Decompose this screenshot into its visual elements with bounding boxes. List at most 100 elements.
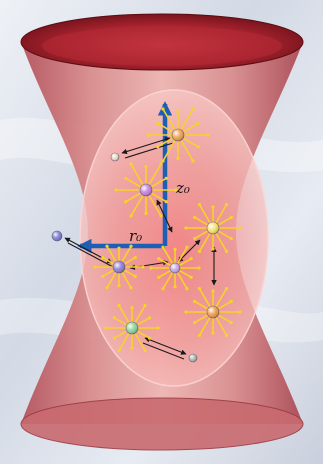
ray-tip <box>211 247 214 250</box>
particle-highlight <box>189 354 197 362</box>
ray-tip <box>161 287 164 290</box>
particle-highlight <box>52 231 62 241</box>
ray-tip <box>230 300 233 303</box>
ray-tip <box>117 247 120 250</box>
ray-tip <box>148 337 151 340</box>
ray-tip <box>230 237 233 240</box>
ray-tip <box>129 214 132 217</box>
ray-tip <box>144 212 147 215</box>
ray-tip <box>206 133 209 136</box>
ray-tip <box>105 245 108 248</box>
ray-tip <box>193 300 196 303</box>
particle-highlight <box>140 184 152 196</box>
particle-highlight <box>207 306 219 318</box>
ray-tip <box>130 347 133 350</box>
ray-tip <box>198 203 201 206</box>
ray-tip <box>184 226 187 229</box>
particle-escaped-bottom <box>189 354 197 362</box>
ray-tip <box>124 177 127 180</box>
ray-tip <box>173 285 176 288</box>
ray-tip <box>230 216 233 219</box>
beam-bottom-rim <box>21 398 303 450</box>
particle-highlight <box>172 129 184 141</box>
ray-tip <box>225 250 228 253</box>
r-axis-label: r₀ <box>129 227 142 245</box>
ray-tip <box>230 321 233 324</box>
ray-tip <box>190 257 193 260</box>
ray-tip <box>191 107 194 110</box>
particle-highlight <box>170 263 180 273</box>
ray-tip <box>117 304 120 307</box>
ray-tip <box>173 248 176 251</box>
ray-tip <box>174 188 177 191</box>
ray-tip <box>144 165 147 168</box>
ray-tip <box>124 200 127 203</box>
ray-tip <box>129 286 132 289</box>
ray-tip <box>157 276 160 279</box>
ray-tip <box>117 284 120 287</box>
ray-tip <box>130 306 133 309</box>
ray-tip <box>159 162 162 165</box>
particle-escaped-top <box>111 153 119 161</box>
ray-tip <box>198 334 201 337</box>
ray-tip <box>197 266 200 269</box>
ray-tip <box>134 275 137 278</box>
ray-tip <box>161 159 164 162</box>
particle-highlight <box>126 322 138 334</box>
ray-tip <box>238 310 241 313</box>
ray-tip <box>176 157 179 160</box>
ray-tip <box>148 316 151 319</box>
ray-tip <box>143 304 146 307</box>
ray-tip <box>185 246 188 249</box>
ray-tip <box>149 266 152 269</box>
ray-tip <box>141 265 144 268</box>
ray-tip <box>193 237 196 240</box>
ray-tip <box>190 276 193 279</box>
z-axis-label: z₀ <box>175 179 190 197</box>
ray-tip <box>211 331 214 334</box>
ray-tip <box>184 310 187 313</box>
ray-tip <box>193 216 196 219</box>
ray-tip <box>161 246 164 249</box>
ray-tip <box>146 133 149 136</box>
beam-top-inner <box>42 26 282 66</box>
ray-tip <box>114 188 117 191</box>
ray-tip <box>185 287 188 290</box>
ray-tip <box>156 145 159 148</box>
ray-tip <box>198 250 201 253</box>
ray-tip <box>191 159 194 162</box>
particle-highlight <box>113 261 125 273</box>
ray-tip <box>211 289 214 292</box>
ray-tip <box>198 287 201 290</box>
ray-tip <box>156 122 159 125</box>
ray-tip <box>117 349 120 352</box>
ray-tip <box>134 256 137 259</box>
ray-tip <box>156 326 159 329</box>
ray-tip <box>197 145 200 148</box>
ray-tip <box>101 256 104 259</box>
ray-tip <box>193 321 196 324</box>
ray-tip <box>197 122 200 125</box>
ray-tip <box>101 275 104 278</box>
ray-tip <box>225 203 228 206</box>
ray-tip <box>165 177 168 180</box>
ray-tip <box>129 245 132 248</box>
ray-tip <box>225 334 228 337</box>
ray-tip <box>157 257 160 260</box>
ray-tip <box>176 110 179 113</box>
ray-tip <box>93 265 96 268</box>
ray-tip <box>113 316 116 319</box>
ray-tip <box>211 205 214 208</box>
ray-tip <box>238 226 241 229</box>
ray-tip <box>105 286 108 289</box>
ray-tip <box>165 200 168 203</box>
particle-highlight <box>207 222 219 234</box>
particle-escaped-left <box>52 231 62 241</box>
ray-tip <box>129 162 132 165</box>
ray-tip <box>161 107 164 110</box>
ray-tip <box>143 349 146 352</box>
ray-tip <box>159 214 162 217</box>
ray-tip <box>113 337 116 340</box>
